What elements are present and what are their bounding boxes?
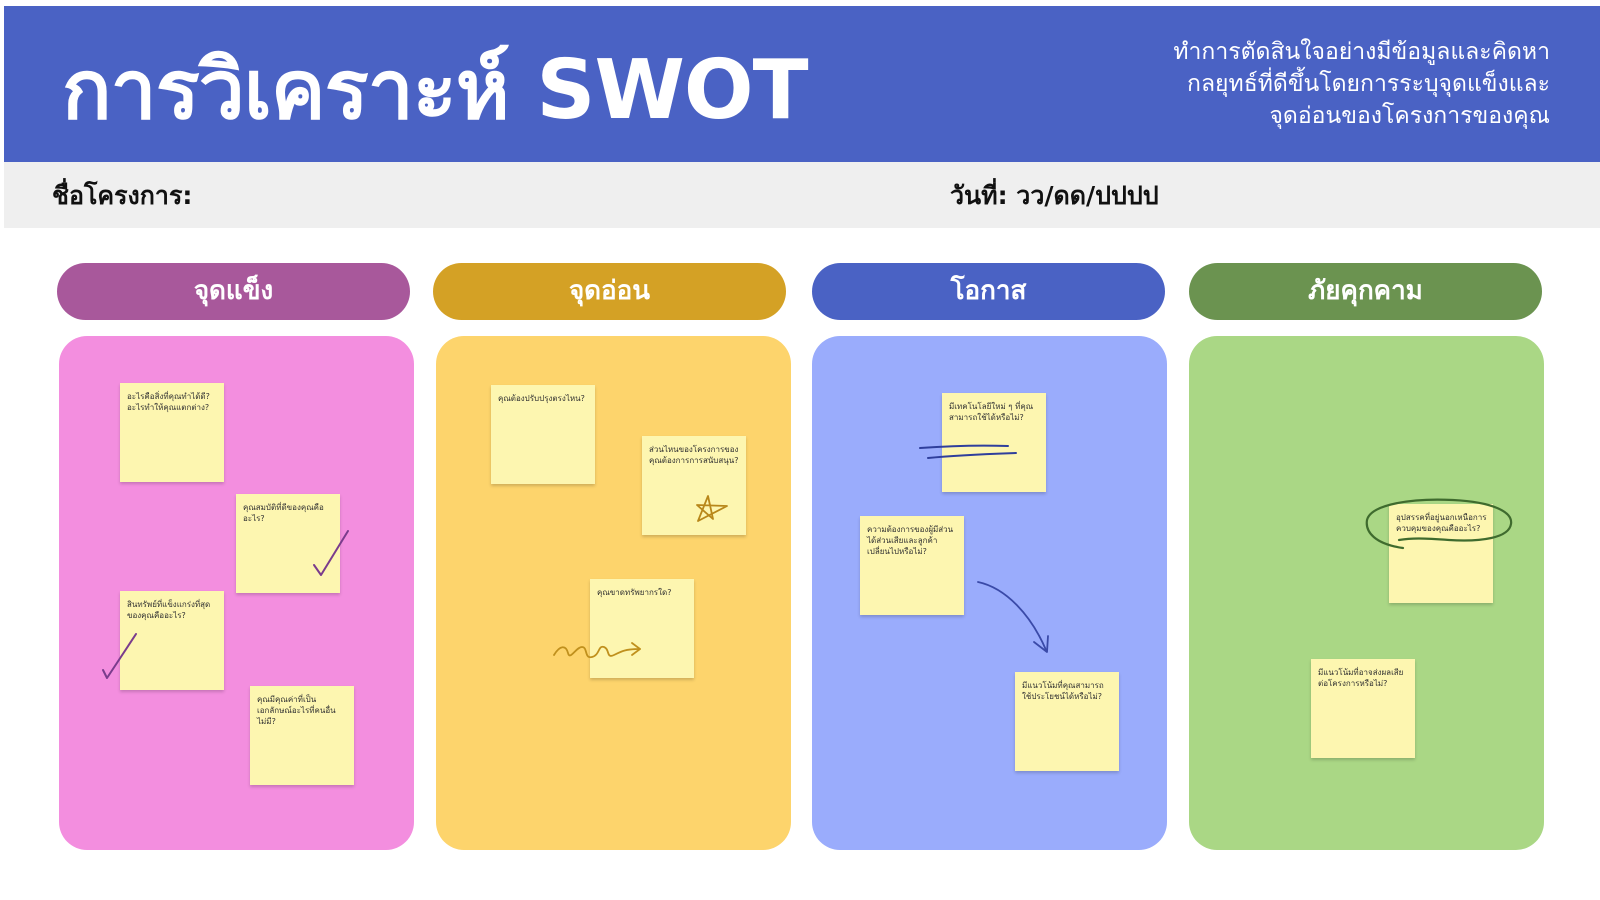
weaknesses-board[interactable]: คุณต้องปรับปรุงตรงไหน? ส่วนไหนของโครงการ…	[436, 336, 791, 850]
strengths-header: จุดแข็ง	[57, 263, 410, 320]
sticky-note[interactable]: มีแนวโน้มที่อาจส่งผลเสียต่อโครงการหรือไม…	[1311, 659, 1415, 758]
sticky-note[interactable]: มีเทคโนโลยีใหม่ ๆ ที่คุณสามารถใช้ได้หรือ…	[942, 393, 1046, 492]
weaknesses-header: จุดอ่อน	[433, 263, 786, 320]
header-banner: การวิเคราะห์ SWOT ทำการตัดสินใจอย่างมีข้…	[4, 6, 1600, 162]
checkmark-doodle-icon	[102, 633, 137, 679]
project-name-field[interactable]: ชื่อโครงการ:	[52, 181, 193, 210]
circle-highlight-doodle-icon	[1365, 498, 1513, 550]
sticky-note[interactable]: ความต้องการของผู้มีส่วนได้ส่วนเสียและลูก…	[860, 516, 964, 615]
sticky-note[interactable]: คุณมีคุณค่าที่เป็นเอกลักษณ์อะไรที่คนอื่น…	[250, 686, 354, 785]
opportunities-header: โอกาส	[812, 263, 1165, 320]
strikethrough-doodle-icon	[919, 444, 1017, 459]
strengths-board[interactable]: อะไรคือสิ่งที่คุณทำได้ดี? อะไรทำให้คุณแต…	[59, 336, 414, 850]
star-doodle-icon	[696, 495, 728, 522]
sticky-note[interactable]: คุณขาดทรัพยากรใด?	[590, 579, 694, 678]
page-title: การวิเคราะห์ SWOT	[62, 43, 809, 138]
page-subtitle: ทำการตัดสินใจอย่างมีข้อมูลและคิดหา กลยุท…	[1030, 36, 1550, 132]
subtitle-line: ทำการตัดสินใจอย่างมีข้อมูลและคิดหา	[1173, 39, 1550, 65]
checkmark-doodle-icon	[313, 530, 349, 576]
sticky-note[interactable]: ส่วนไหนของโครงการของคุณต้องการการสนับสนุ…	[642, 436, 746, 535]
sticky-note[interactable]: คุณต้องปรับปรุงตรงไหน?	[491, 385, 595, 484]
squiggle-arrow-doodle-icon	[553, 642, 641, 659]
curved-arrow-doodle-icon	[977, 581, 1049, 653]
project-info-bar: ชื่อโครงการ: วันที่: วว/ดด/ปปปป	[4, 162, 1600, 228]
sticky-note[interactable]: อุปสรรคที่อยู่นอกเหนือการควบคุมของคุณคือ…	[1389, 504, 1493, 603]
opportunities-board[interactable]: มีเทคโนโลยีใหม่ ๆ ที่คุณสามารถใช้ได้หรือ…	[812, 336, 1167, 850]
sticky-note[interactable]: คุณสมบัติที่ดีของคุณคืออะไร?	[236, 494, 340, 593]
subtitle-line: จุดอ่อนของโครงการของคุณ	[1269, 103, 1550, 129]
subtitle-line: กลยุทธ์ที่ดีขึ้นโดยการระบุจุดแข็งและ	[1187, 71, 1550, 97]
sticky-note[interactable]: อะไรคือสิ่งที่คุณทำได้ดี? อะไรทำให้คุณแต…	[120, 383, 224, 482]
sticky-note[interactable]: มีแนวโน้มที่คุณสามารถใช้ประโยชน์ได้หรือไ…	[1015, 672, 1119, 771]
sticky-note[interactable]: สินทรัพย์ที่แข็งแกร่งที่สุดของคุณคืออะไร…	[120, 591, 224, 690]
threats-board[interactable]: อุปสรรคที่อยู่นอกเหนือการควบคุมของคุณคือ…	[1189, 336, 1544, 850]
date-field[interactable]: วันที่: วว/ดด/ปปปป	[950, 181, 1159, 210]
threats-header: ภัยคุกคาม	[1189, 263, 1542, 320]
